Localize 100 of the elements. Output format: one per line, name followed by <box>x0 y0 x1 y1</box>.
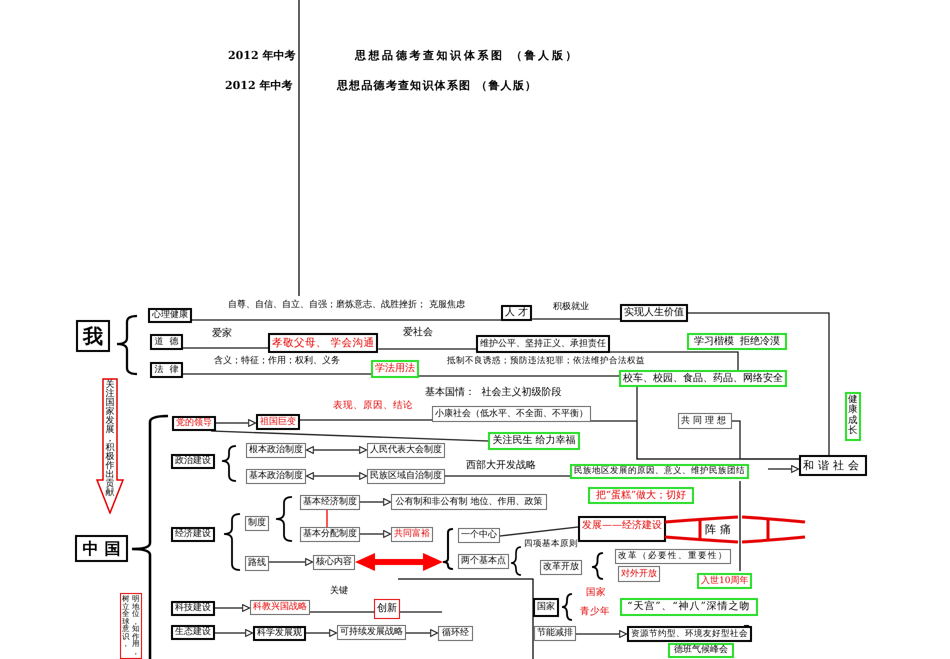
concept-box: 基本政治制度 <box>246 469 306 484</box>
concept-box: 一个中心 <box>458 528 500 543</box>
concept-box: 基本分配制度 <box>300 527 360 542</box>
topic-box: 发展——经济建设 <box>578 516 666 542</box>
topic-box: 祖国巨变 <box>256 414 300 430</box>
topic-box: 政治建设 <box>171 454 215 469</box>
note-text: 四项基本原则 <box>524 540 578 550</box>
connector-line <box>183 347 268 349</box>
arrow <box>360 498 392 506</box>
topic-box: 道 德 <box>150 334 183 350</box>
concept-box: 路线 <box>245 556 269 571</box>
topic-box: 党的领导 <box>172 416 216 431</box>
connector-line <box>326 510 328 527</box>
heading-text: 2012 年中考 <box>228 50 296 62</box>
down-arrow-shape: 关注国家发展，积极作出贡献 <box>96 378 124 514</box>
connector-line <box>610 351 739 370</box>
note-text: 国家 <box>586 588 606 598</box>
arrow <box>215 629 254 637</box>
topic-box: 生态建设 <box>171 625 215 640</box>
arrow <box>269 558 314 566</box>
edge-label: 抵制不良诱惑；预防违法犯罪；依法维护合法权益 <box>447 357 645 366</box>
concept-box: 小康社会（低水平、不全面、不平衡） <box>432 406 591 422</box>
highlight-box: 德班气候峰会 <box>668 643 734 658</box>
edge-label: 爱社会 <box>403 327 433 338</box>
topic-box: 和谐社会 <box>799 455 867 476</box>
heading-text: 2012 年中考 <box>225 80 292 92</box>
note-text: 基本国情： 社会主义初级阶段 <box>425 387 562 398</box>
arrow <box>215 604 250 612</box>
edge-label: 积极就业 <box>553 303 589 313</box>
connector-line <box>400 611 442 613</box>
arrow <box>406 629 438 637</box>
highlight-box: 关注民生 给力幸福 <box>488 432 580 450</box>
topic-box: 孝敬父母、 学会沟通 <box>268 333 378 353</box>
topic-box: 科学发展观 <box>253 626 306 641</box>
concept-box: 科教兴国战略 <box>250 600 310 615</box>
arrow <box>360 530 392 538</box>
topic-box: 心理健康 <box>148 308 192 323</box>
connector-line <box>378 348 476 350</box>
title-text: 思想品德考查知识体系图 （鲁人版） <box>337 80 538 92</box>
concept-box: 人民代表大会制度 <box>367 443 445 458</box>
connector-line <box>532 318 620 320</box>
highlight-box: 入世10周年 <box>697 573 752 589</box>
connector-line <box>210 430 488 442</box>
topic-box: 实现人生价值 <box>620 304 688 322</box>
connector-line <box>183 373 371 375</box>
note-text: 青少年 <box>580 607 610 618</box>
topic-box: 维护公平、坚持正义、承担责任 <box>476 335 610 353</box>
highlight-box: 健康成长 <box>845 392 861 441</box>
concept-box: 节能减排 <box>534 626 576 641</box>
highlight-box: 学习楷模 拒绝冷漠 <box>687 333 787 350</box>
concept-box: 制度 <box>245 516 269 531</box>
connector-line <box>300 419 432 421</box>
double-arrow <box>306 472 368 480</box>
connector-line <box>591 420 799 460</box>
highlight-box: 校车、校园、食品、药品、网络安全 <box>619 370 787 387</box>
highlight-box: “天宫”、“神八”深情之吻 <box>620 598 758 616</box>
connector-line <box>192 319 501 321</box>
concept-box: 基本经济制度 <box>300 495 360 510</box>
concept-box: 循环经 <box>438 626 473 641</box>
concept-box: 公有制和非公有制 地位、作用、政策 <box>391 494 547 510</box>
topic-box: 法 律 <box>150 362 183 378</box>
concept-box: 可持续发展战略 <box>337 625 406 640</box>
title-text: 思想品德考查知识体系图 （鲁人版） <box>355 50 580 62</box>
double-arrow <box>357 553 441 571</box>
edge-label: 爱家 <box>212 328 232 339</box>
topic-box: 中 国 <box>75 535 128 562</box>
connector-line <box>688 312 830 455</box>
topic-box: 我 <box>76 320 110 352</box>
double-arrow <box>306 446 368 454</box>
arrow <box>576 630 628 638</box>
topic-box: 资源节约型、环境友好型社会 <box>627 626 752 642</box>
note-box: 创新 <box>374 599 400 619</box>
connector-line <box>445 475 570 477</box>
edge-label: 自尊、自信、自立、自强；磨炼意志、战胜挫折； 克服焦虑 <box>228 301 465 311</box>
concept-box: 改革开放 <box>540 560 582 575</box>
arrow <box>768 465 800 473</box>
concept-box: 共同富裕 <box>391 527 433 542</box>
connector-line <box>419 375 619 377</box>
concept-box: 根本政治制度 <box>246 443 306 458</box>
connector-line <box>500 526 578 537</box>
concept-box: 民族区域自治制度 <box>367 469 445 484</box>
edge-label: 含义；特征；作用；权利、义务 <box>214 357 340 367</box>
arrow <box>216 419 256 427</box>
topic-box: 科技建设 <box>171 601 215 616</box>
topic-box: 经济建设 <box>171 527 215 542</box>
connector-line <box>310 611 374 613</box>
concept-box: 对外开放 <box>618 566 660 582</box>
concept-box: 改革（必要性、重要性） <box>615 549 731 564</box>
concept-box: 两个基本点 <box>458 554 509 569</box>
arrow <box>306 629 338 637</box>
topic-box: 人 才 <box>501 305 532 321</box>
concept-box: 共同理想 <box>678 413 732 429</box>
topic-box: 国家 <box>533 598 559 617</box>
edge-label: 表现、原因、结论 <box>333 401 413 412</box>
highlight-box: 把“蛋糕”做大；切好 <box>588 487 694 504</box>
edge-label: 西部大开发战略 <box>466 460 536 471</box>
concept-box: 核心内容 <box>313 555 355 570</box>
highlight-box: 民族地区发展的原因、意义、维护民族团结 <box>570 464 749 479</box>
highlight-box: 学法用法 <box>371 360 419 378</box>
edge-label: 关键 <box>330 587 348 597</box>
